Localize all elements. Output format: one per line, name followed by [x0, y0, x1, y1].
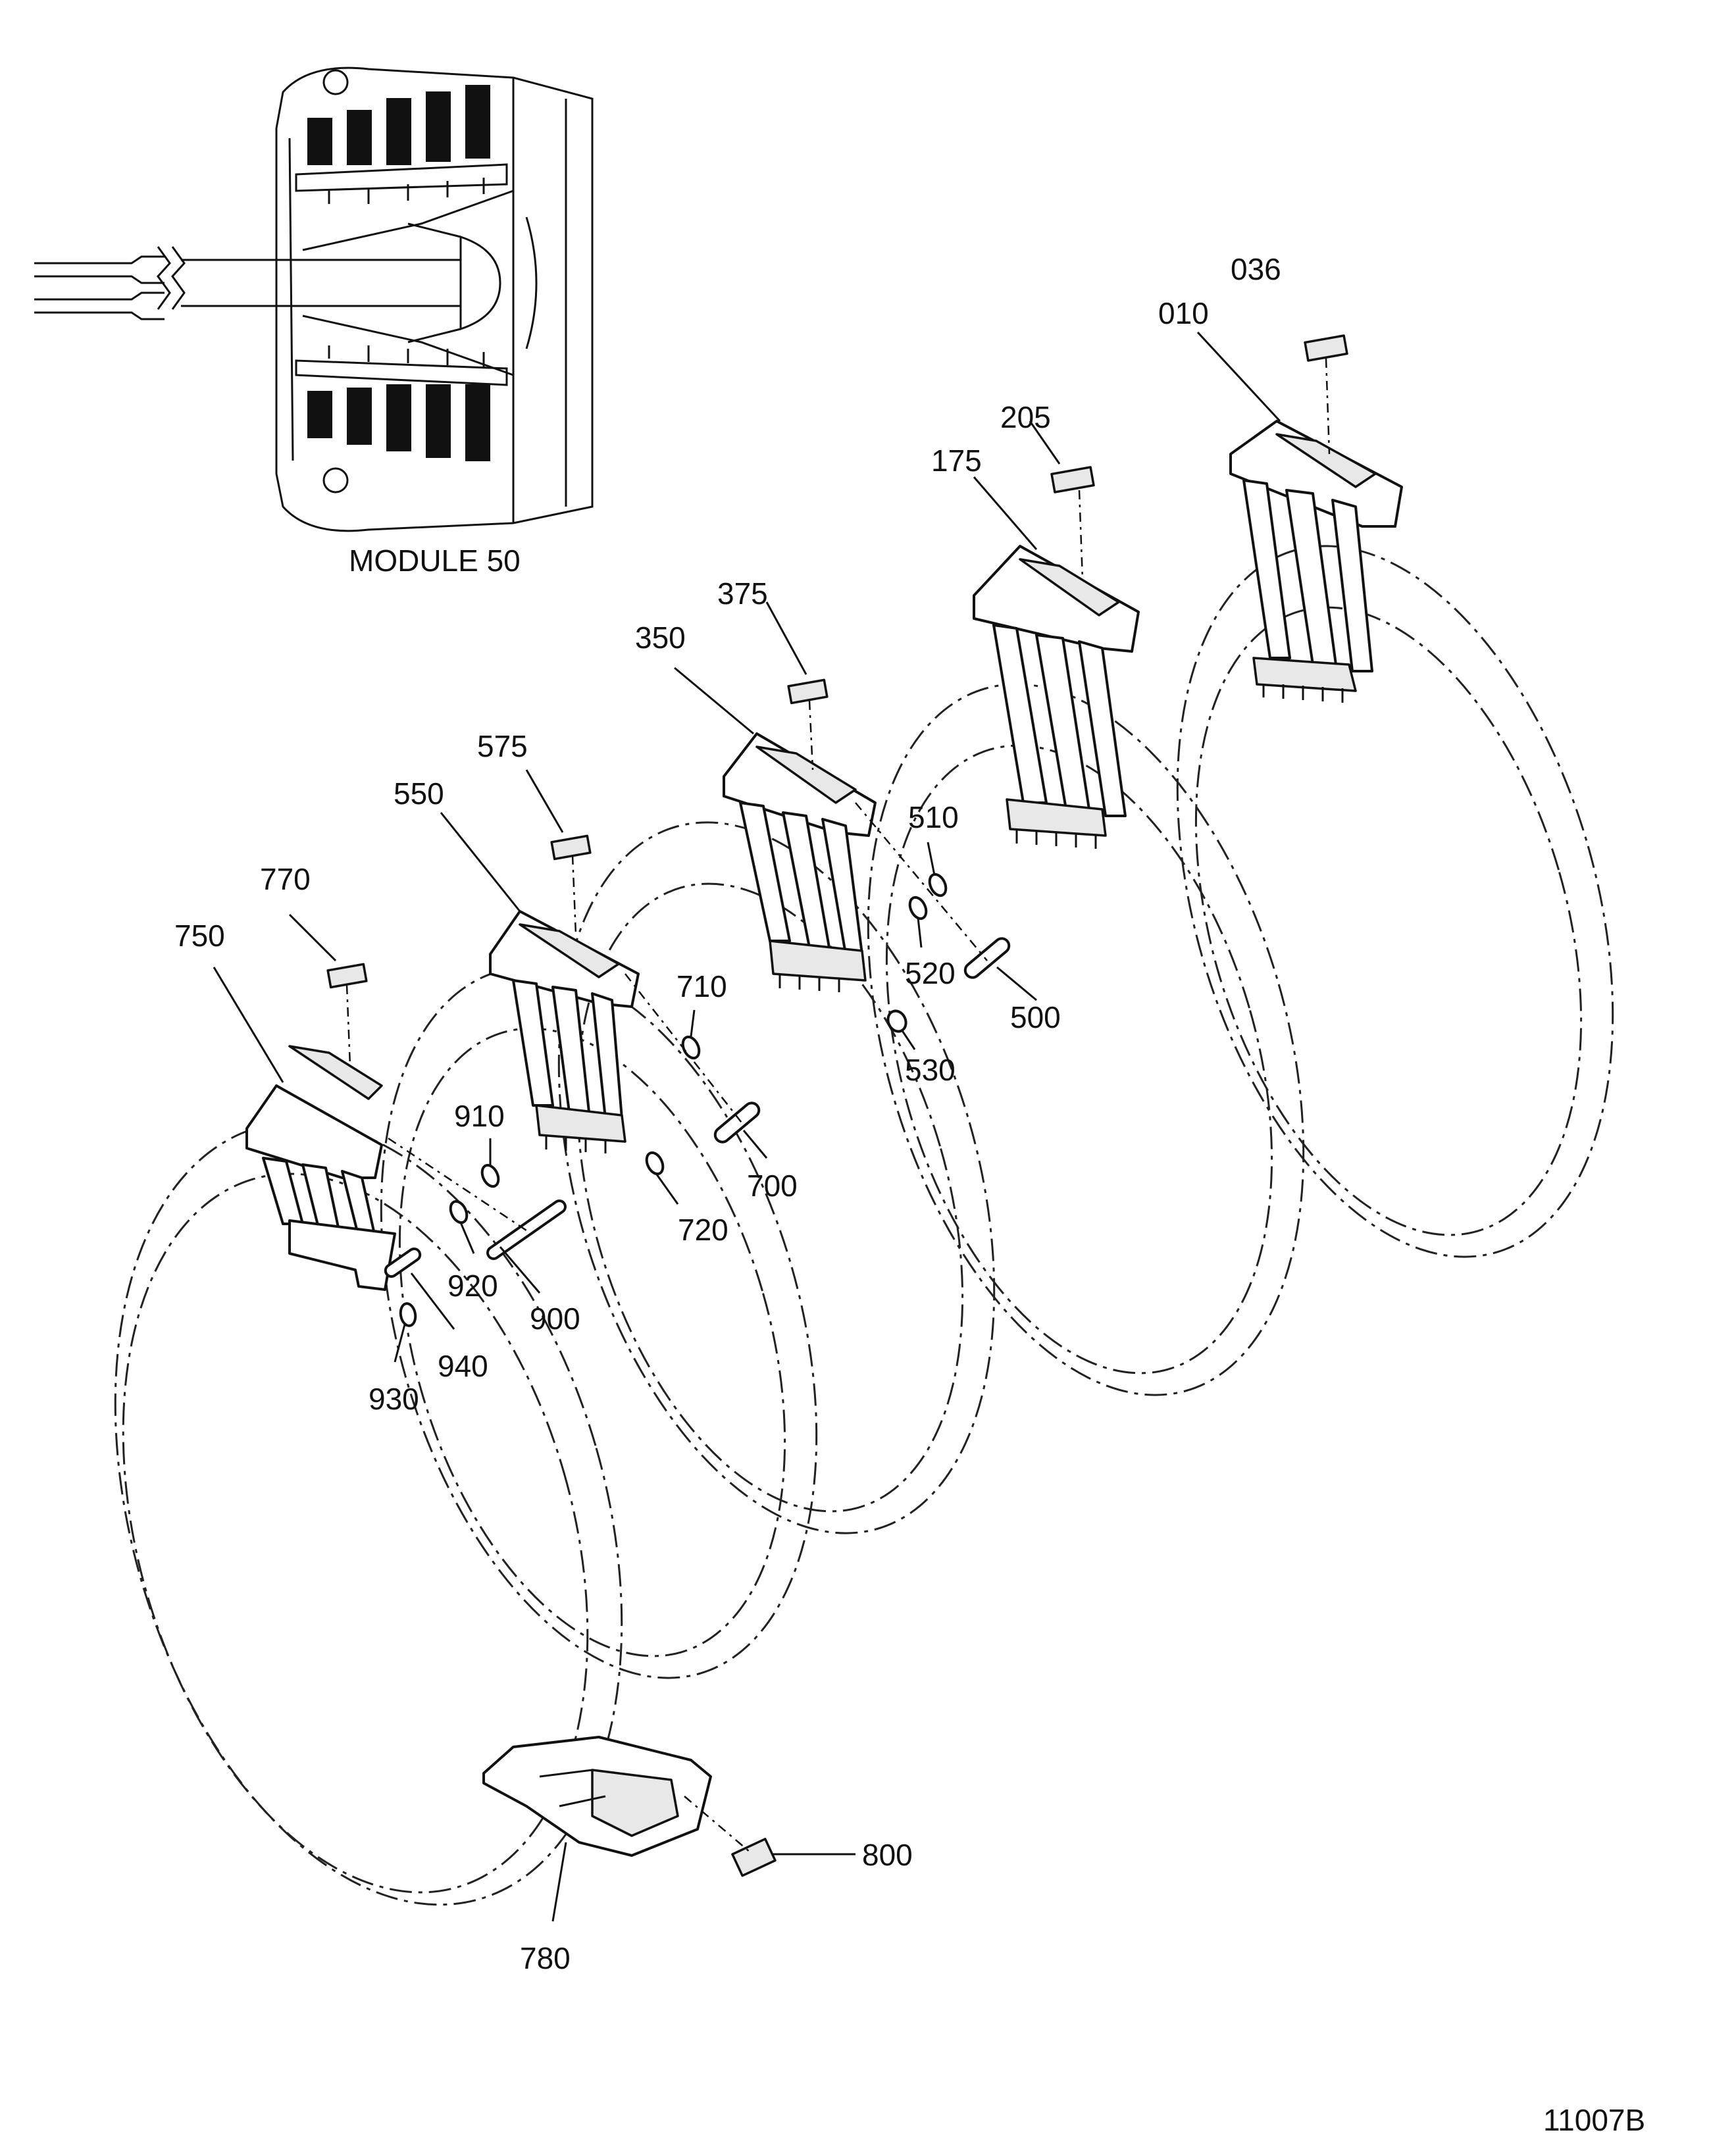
seal-910 [480, 1163, 500, 1188]
callout-175: 175 [931, 443, 982, 478]
lower-blades [307, 384, 490, 461]
callout-010: 010 [1158, 296, 1209, 330]
module-caption: MODULE 50 [349, 543, 521, 578]
vane-segment-175 [973, 545, 1140, 849]
upper-blades [307, 85, 490, 165]
callout-900: 900 [530, 1301, 580, 1336]
ring-stage-5-inner [122, 1173, 589, 1894]
key-575 [550, 834, 592, 861]
figure-id: 11007B [1543, 2103, 1645, 2137]
callout-350: 350 [635, 620, 686, 655]
key-205 [1050, 466, 1095, 493]
callout-500: 500 [1010, 1000, 1061, 1034]
seal-530 [886, 1009, 907, 1033]
ring-stage-3-outer [557, 821, 996, 1534]
key-036 [1304, 334, 1348, 362]
ring-stage-5-outer [114, 1121, 623, 1906]
assembly-axes [345, 358, 1331, 1853]
key-375 [787, 678, 829, 705]
callout-205: 205 [1000, 400, 1051, 434]
key-770 [326, 963, 368, 989]
callout-750: 750 [174, 919, 225, 953]
callout-940: 940 [438, 1349, 488, 1383]
callout-930: 930 [369, 1382, 419, 1416]
ring-stage-1-inner [1194, 606, 1583, 1236]
callout-710: 710 [677, 969, 727, 1003]
seal-930 [399, 1302, 417, 1327]
pin-700 [713, 1101, 761, 1144]
vane-segment-010 [1229, 420, 1403, 703]
callout-575: 575 [477, 729, 528, 763]
pin-940 [384, 1247, 422, 1278]
leader-lines [213, 331, 1281, 1922]
vane-segment-550 [489, 910, 640, 1153]
vane-segment-780 [482, 1736, 712, 1857]
callout-780: 780 [520, 1941, 571, 1975]
stage-rings [114, 545, 1614, 1906]
callout-910: 910 [454, 1099, 505, 1133]
callout-770: 770 [260, 862, 311, 896]
module-inset-drawing [34, 66, 594, 532]
callout-036: 036 [1231, 252, 1281, 286]
pin-500 [963, 937, 1011, 979]
shaft [34, 216, 538, 349]
callout-510: 510 [908, 800, 959, 834]
ring-stage-3-inner [576, 882, 964, 1513]
callout-labels: 036 010 205 175 375 350 575 550 770 750 … [174, 252, 1281, 1975]
callout-520: 520 [905, 956, 956, 990]
ring-stage-2-outer [867, 683, 1305, 1396]
seal-520 [908, 896, 928, 921]
callout-530: 530 [905, 1053, 956, 1087]
callout-800: 800 [862, 1838, 913, 1872]
callout-920: 920 [447, 1269, 498, 1303]
callout-700: 700 [747, 1169, 798, 1203]
ring-stage-2-inner [885, 744, 1273, 1375]
ring-stage-1-outer [1176, 545, 1614, 1258]
key-800 [731, 1838, 777, 1877]
seal-720 [645, 1151, 665, 1176]
vane-segment-350 [723, 732, 877, 992]
seals [384, 872, 1011, 1327]
vane-segment-750 [245, 1045, 396, 1291]
callout-720: 720 [678, 1213, 728, 1247]
callout-550: 550 [394, 776, 444, 811]
seal-920 [449, 1200, 469, 1225]
seal-510 [928, 872, 948, 897]
ring-stage-4-inner [398, 1027, 786, 1657]
callout-375: 375 [717, 576, 768, 611]
